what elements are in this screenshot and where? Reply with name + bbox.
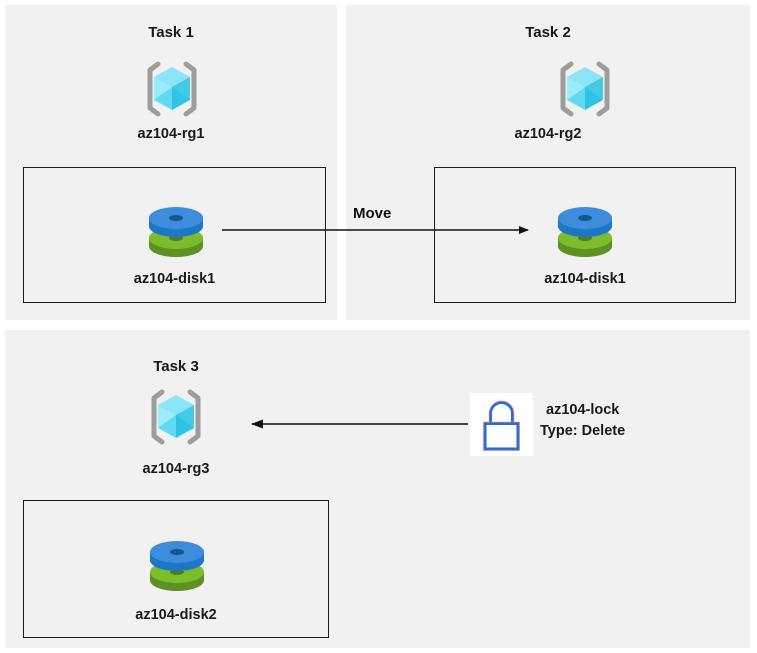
resource-label-1: az104-disk1 — [133, 271, 216, 287]
resource-group-icon — [142, 60, 202, 118]
task-3-title: Task 3 — [153, 358, 199, 375]
panel-task-3: Task 3 az104-rg3 — [5, 330, 750, 648]
resource-group-icon — [146, 388, 206, 446]
resource-group-icon — [555, 60, 615, 118]
panel-task-1: Task 1 az104-rg1 — [5, 5, 337, 320]
managed-disk-icon — [554, 204, 616, 260]
managed-disk-icon — [146, 538, 208, 594]
resource-group-label-3: az104-rg3 — [142, 461, 210, 477]
panel-task-2: Task 2 az104-rg2 — [346, 5, 750, 320]
resource-label-3: az104-disk2 — [135, 607, 217, 623]
move-label: Move — [353, 205, 392, 222]
resource-group-label-2: az104-rg2 — [514, 126, 582, 142]
task-1-title: Task 1 — [148, 24, 194, 41]
task-2-title: Task 2 — [525, 24, 571, 41]
resource-label-2: az104-disk1 — [544, 271, 626, 287]
lock-name: az104-lock — [546, 402, 620, 418]
lock-type: Type: Delete — [540, 423, 626, 439]
resource-group-label-1: az104-rg1 — [137, 126, 205, 142]
managed-disk-icon — [145, 204, 207, 260]
lock-tile — [470, 393, 533, 456]
